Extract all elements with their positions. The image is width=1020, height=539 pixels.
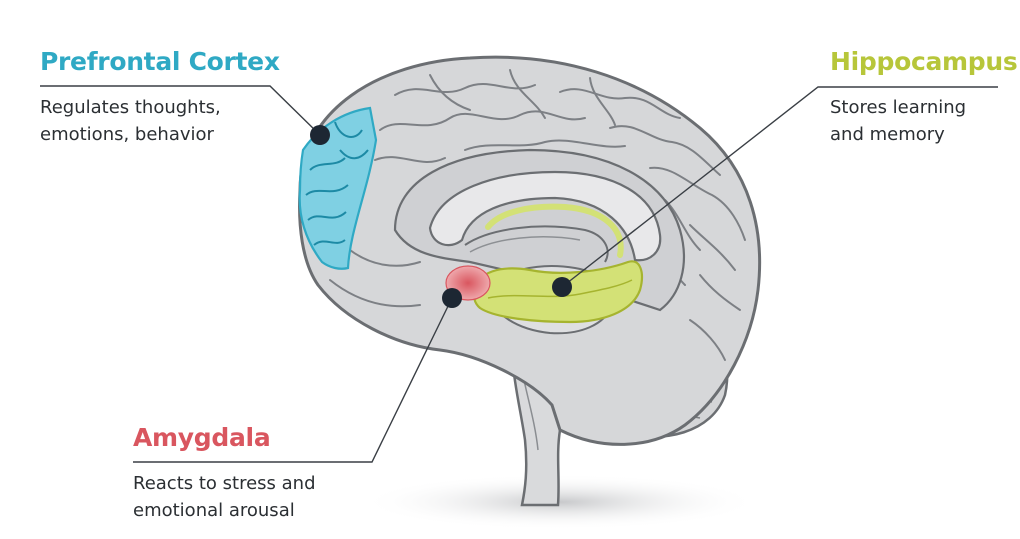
hippocampus-callout-line [561, 86, 998, 288]
hippocampus-title: Hippocampus [830, 47, 1018, 76]
prefrontal-description-line: Regulates thoughts, [40, 97, 221, 118]
hippocampus-dot-icon [552, 277, 572, 297]
fornix [464, 225, 609, 263]
prefrontal-cortex-region [298, 106, 378, 270]
amygdala-description-line: emotional arousal [133, 500, 295, 521]
prefrontal-title: Prefrontal Cortex [40, 47, 280, 76]
amygdala-description-line: Reacts to stress and [133, 473, 316, 494]
prefrontal-callout-line [40, 85, 321, 136]
hippocampus-description: Stores learning and memory [830, 94, 966, 148]
amygdala-title: Amygdala [133, 423, 271, 452]
prefrontal-description-line: emotions, behavior [40, 124, 214, 145]
fornix-inner [469, 236, 581, 253]
hippocampus-description-line: Stores learning [830, 97, 967, 118]
amygdala-description: Reacts to stress and emotional arousal [133, 470, 316, 524]
floor-shadow [360, 474, 760, 530]
hippocampus-description-line: and memory [830, 124, 945, 145]
amygdala-callout-line [133, 297, 453, 463]
amygdala-dot-icon [442, 288, 462, 308]
prefrontal-description: Regulates thoughts, emotions, behavior [40, 94, 221, 148]
prefrontal-dot-icon [310, 125, 330, 145]
corpus-callosum [428, 170, 662, 262]
